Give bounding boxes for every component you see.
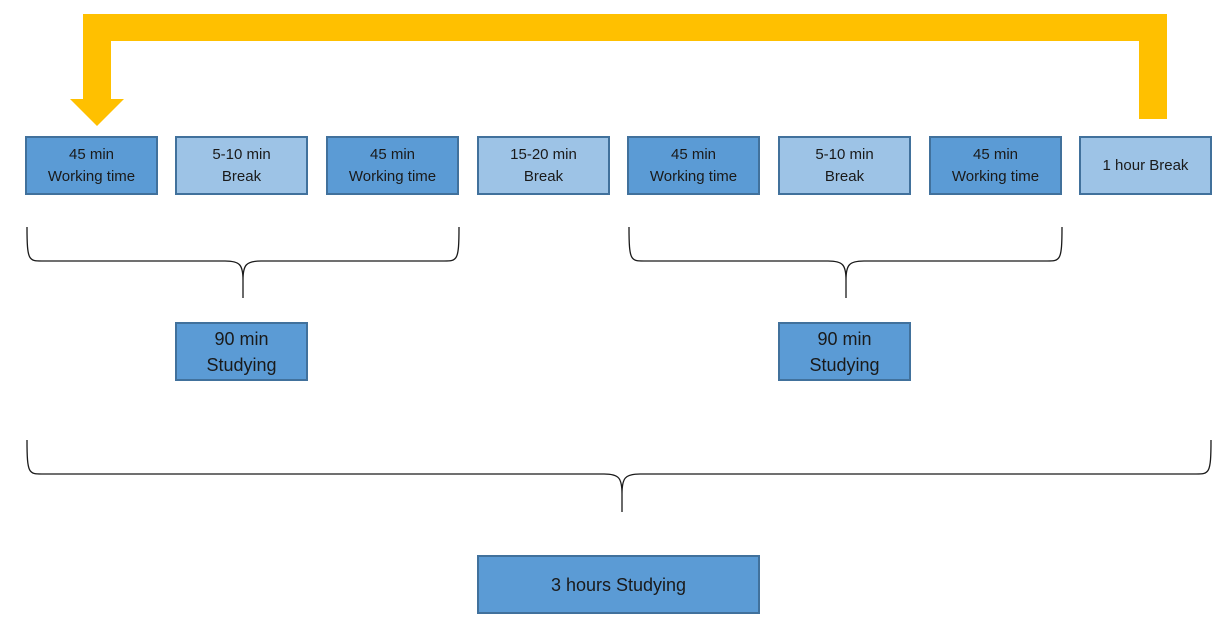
block-label: 15-20 min Break — [510, 145, 577, 185]
timeline-block-work-4: 45 min Working time — [929, 136, 1062, 195]
block-label: 45 min Working time — [649, 145, 738, 185]
session-label: 90 min Studying — [809, 328, 880, 375]
timeline-block-work-3: 45 min Working time — [627, 136, 760, 195]
timeline-block-break-2: 5-10 min Break — [778, 136, 911, 195]
total-brace — [26, 439, 1212, 512]
session-summary-1: 90 min Studying — [175, 322, 308, 381]
total-summary: 3 hours Studying — [477, 555, 760, 614]
timeline-block-long-break: 15-20 min Break — [477, 136, 610, 195]
timeline-block-hour-break: 1 hour Break — [1079, 136, 1212, 195]
timeline-block-work-2: 45 min Working time — [326, 136, 459, 195]
block-label: 5-10 min Break — [815, 145, 874, 185]
session-2-brace — [628, 226, 1063, 298]
block-label: 45 min Working time — [47, 145, 136, 185]
block-label: 45 min Working time — [348, 145, 437, 185]
session-label: 90 min Studying — [206, 328, 277, 375]
block-label: 5-10 min Break — [212, 145, 271, 185]
session-1-brace — [26, 226, 460, 298]
timeline-block-break-1: 5-10 min Break — [175, 136, 308, 195]
total-label: 3 hours Studying — [550, 574, 687, 595]
block-label: 45 min Working time — [951, 145, 1040, 185]
loop-back-arrow-icon — [70, 14, 1167, 126]
session-summary-2: 90 min Studying — [778, 322, 911, 381]
timeline-block-work-1: 45 min Working time — [25, 136, 158, 195]
block-label: 1 hour Break — [1102, 156, 1189, 174]
